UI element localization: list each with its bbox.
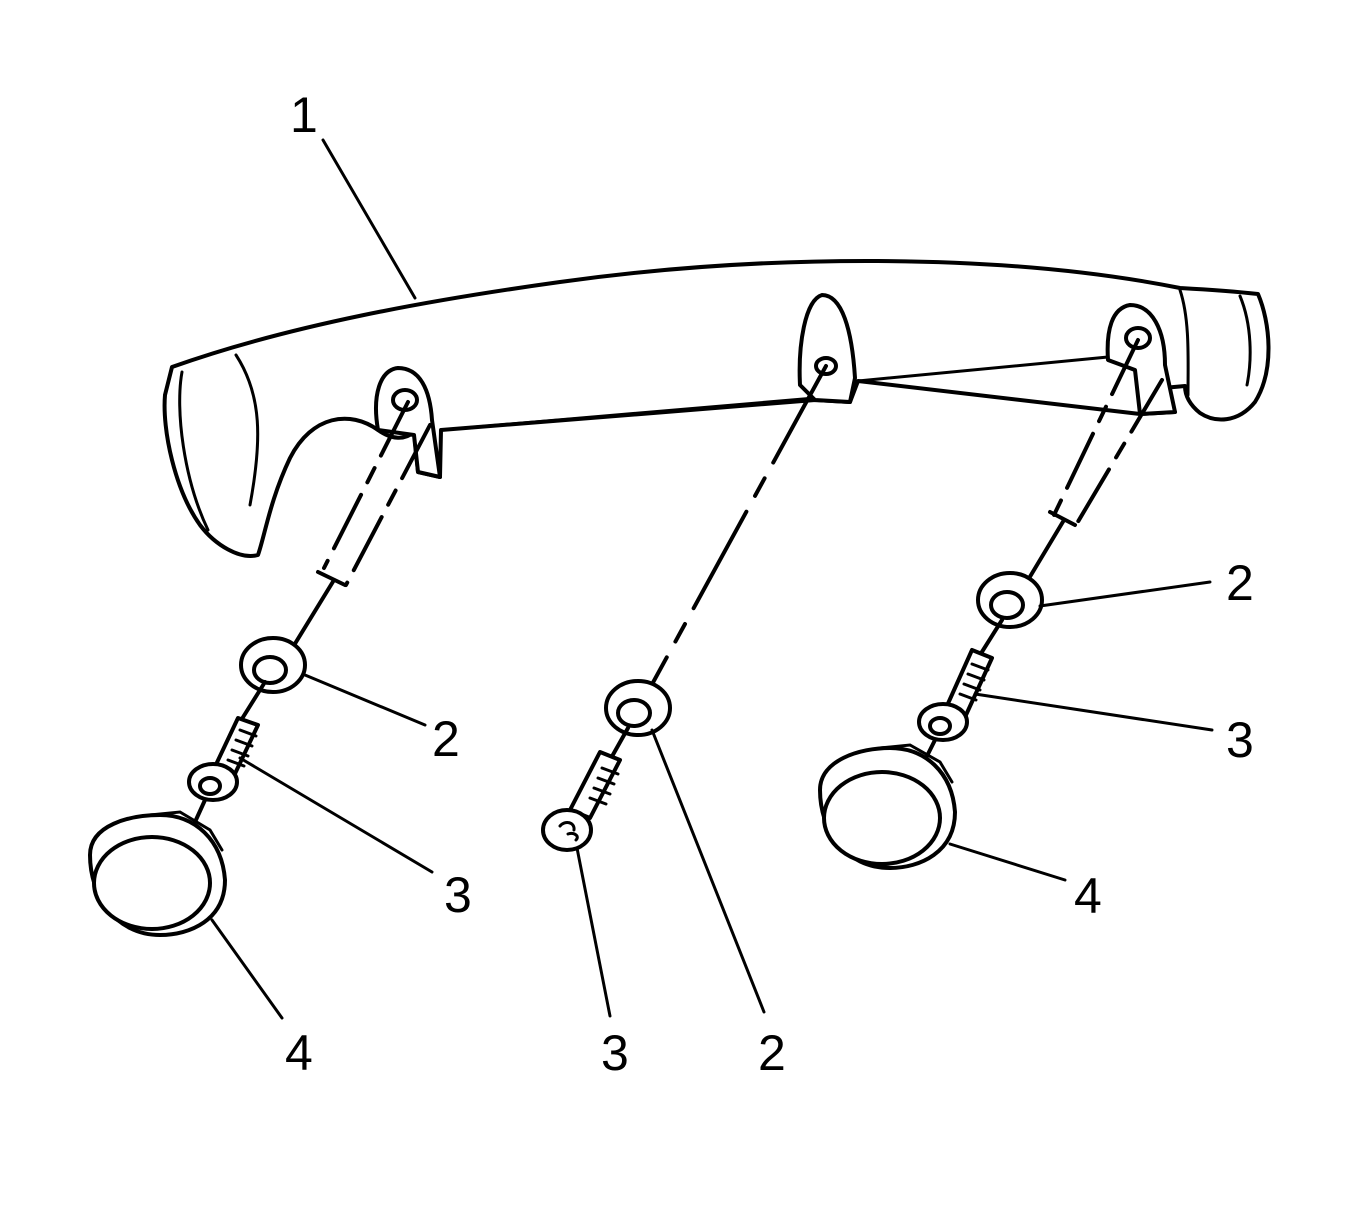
spoiler-body <box>162 259 1271 558</box>
cap-nut-right <box>818 743 957 870</box>
center-fastener-stack <box>541 364 828 852</box>
left-fastener-stack <box>88 400 432 937</box>
callout-3-center: 3 <box>601 1025 629 1081</box>
grommet-right <box>976 571 1044 629</box>
stud-right <box>917 648 994 742</box>
callout-3-right: 3 <box>1226 712 1254 768</box>
callout-2-right: 2 <box>1226 555 1254 611</box>
callout-1: 1 <box>290 87 318 143</box>
callout-4-right: 4 <box>1074 868 1102 924</box>
grommet-center <box>604 679 672 737</box>
right-fastener-stack <box>818 338 1164 870</box>
screw-center <box>541 750 622 852</box>
leader-lines <box>210 138 1214 1020</box>
callout-3-left: 3 <box>444 867 472 923</box>
callout-4-left: 4 <box>285 1025 313 1081</box>
grommet-left <box>239 636 307 694</box>
stud-left <box>187 716 260 802</box>
cap-nut-left <box>88 810 227 937</box>
callout-labels: 1 2 3 4 3 2 2 3 4 <box>285 87 1254 1081</box>
callout-2-center: 2 <box>758 1025 786 1081</box>
callout-2-left: 2 <box>432 711 460 767</box>
